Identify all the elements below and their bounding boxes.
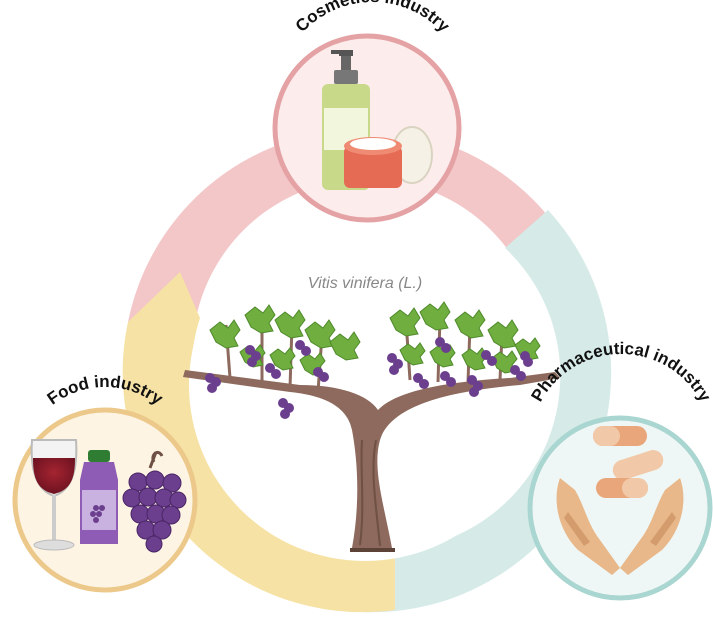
food-node: Food industry [12, 372, 198, 593]
cosmetics-label: Cosmetics industry [292, 0, 454, 36]
species-label: Vitis vinifera (L.) [308, 275, 422, 292]
cream-jar-icon [344, 126, 433, 188]
grape-bunch-icon [122, 451, 187, 553]
svg-text:Pharmaceutical industry: Pharmaceutical industry [527, 339, 713, 405]
grapevine-icon [183, 301, 560, 552]
pharmaceutical-label: Pharmaceutical industry [527, 339, 713, 405]
pump-bottle-icon [322, 50, 370, 190]
cosmetics-node: Cosmetics industry [272, 0, 462, 223]
wine-glass-icon [30, 439, 78, 551]
hands-icon [556, 478, 684, 575]
capsules-icon [593, 426, 664, 498]
juice-bottle-icon [80, 450, 118, 544]
svg-text:Cosmetics industry: Cosmetics industry [292, 0, 454, 36]
pharmaceutical-node: Pharmaceutical industry [527, 339, 713, 601]
